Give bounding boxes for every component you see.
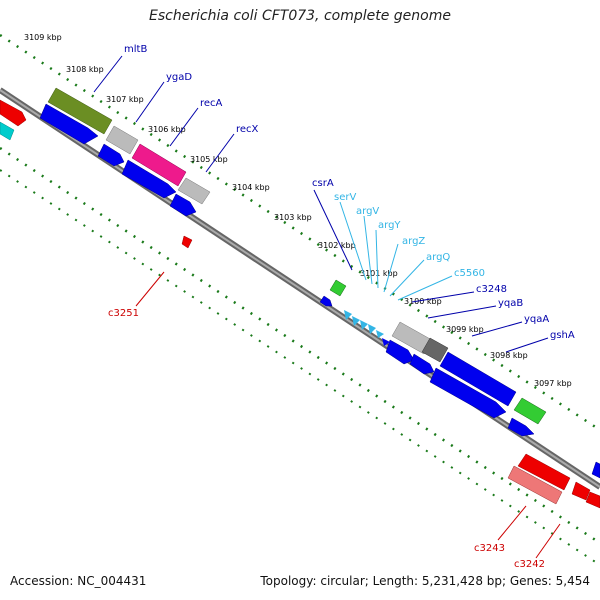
feature-blue-7[interactable]	[507, 417, 535, 437]
gene-label-argZ[interactable]: argZ	[402, 236, 425, 247]
feature-blue-3[interactable]	[121, 159, 177, 199]
feature-blue-1[interactable]	[39, 103, 99, 145]
tick-label: 3100 kbp	[404, 297, 442, 306]
tick-label: 3102 kbp	[318, 241, 356, 250]
trna-cluster[interactable]	[344, 310, 390, 346]
feature-red-c3243[interactable]	[517, 453, 571, 491]
gene-label-ygaD[interactable]: ygaD	[166, 72, 192, 83]
feature-red-c3242[interactable]	[571, 481, 591, 501]
feature-grey-recX[interactable]	[177, 177, 211, 205]
gene-label-c3242[interactable]: c3242	[514, 559, 545, 570]
feature-blue-4[interactable]	[169, 193, 197, 217]
feature-blue-small[interactable]	[319, 295, 333, 307]
feature-red-c3251[interactable]	[181, 235, 193, 249]
gene-label-recX[interactable]: recX	[236, 124, 259, 135]
tick-label: 3104 kbp	[232, 183, 270, 192]
feature-blue-2[interactable]	[97, 143, 125, 167]
tick-label: 3108 kbp	[66, 65, 104, 74]
feature-blue-5[interactable]	[409, 353, 435, 375]
feature-green-right[interactable]	[513, 397, 547, 425]
gene-label-c3243[interactable]: c3243	[474, 543, 505, 554]
gene-label-argQ[interactable]: argQ	[426, 252, 450, 263]
gene-label-mltB[interactable]: mltB	[124, 44, 147, 55]
feature-blue-yqaB[interactable]	[385, 339, 415, 365]
gene-label-yqaA[interactable]: yqaA	[524, 314, 549, 325]
gene-label-csrA[interactable]: csrA	[312, 178, 334, 189]
tick-label: 3107 kbp	[106, 95, 144, 104]
gene-label-gshA[interactable]: gshA	[550, 330, 575, 341]
tick-label: 3109 kbp	[24, 33, 62, 42]
accession-text: Accession: NC_004431	[10, 574, 147, 588]
gene-label-argY[interactable]: argY	[378, 220, 401, 231]
tick-label: 3099 kbp	[446, 325, 484, 334]
feature-green-csrA[interactable]	[329, 279, 347, 297]
feature-blue-right-edge[interactable]	[591, 461, 600, 479]
scale-labels: 3109 kbp 3108 kbp 3107 kbp 3106 kbp 3105…	[24, 33, 572, 388]
feature-blue-6[interactable]	[429, 367, 507, 419]
feature-red-left-edge[interactable]	[0, 99, 27, 127]
gene-label-serV[interactable]: serV	[334, 192, 356, 203]
tick-label: 3105 kbp	[190, 155, 228, 164]
feature-red-right-edge[interactable]	[585, 491, 600, 509]
gene-label-c5560[interactable]: c5560	[454, 268, 485, 279]
feature-blue-gshA[interactable]	[439, 351, 517, 407]
gene-label-argV[interactable]: argV	[356, 206, 379, 217]
tick-label: 3103 kbp	[274, 213, 312, 222]
gene-label-recA[interactable]: recA	[200, 98, 223, 109]
feature-pink-c3243[interactable]	[507, 465, 563, 505]
outer-scale-track	[0, 33, 600, 432]
feature-grey-c3248[interactable]	[391, 321, 433, 355]
feature-olive-mltB[interactable]	[47, 87, 113, 135]
tick-label: 3098 kbp	[490, 351, 528, 360]
feature-magenta-recA[interactable]	[131, 143, 187, 187]
gene-label-c3248[interactable]: c3248	[476, 284, 507, 295]
gene-label-c3251[interactable]: c3251	[108, 308, 139, 319]
feature-cyan-left-edge[interactable]	[0, 121, 15, 141]
tick-label: 3101 kbp	[360, 269, 398, 278]
map-title: Escherichia coli CFT073, complete genome	[149, 8, 451, 24]
genome-summary: Topology: circular; Length: 5,231,428 bp…	[260, 574, 590, 588]
feature-grey-ygaD[interactable]	[105, 125, 139, 155]
feature-darkgrey[interactable]	[421, 337, 449, 363]
tick-label: 3097 kbp	[534, 379, 572, 388]
gene-leader-lines	[93, 55, 561, 559]
tick-label: 3106 kbp	[148, 125, 186, 134]
gene-label-yqaB[interactable]: yqaB	[498, 298, 523, 309]
gene-labels: mltB ygaD recA recX csrA serV argV argY …	[108, 44, 575, 570]
